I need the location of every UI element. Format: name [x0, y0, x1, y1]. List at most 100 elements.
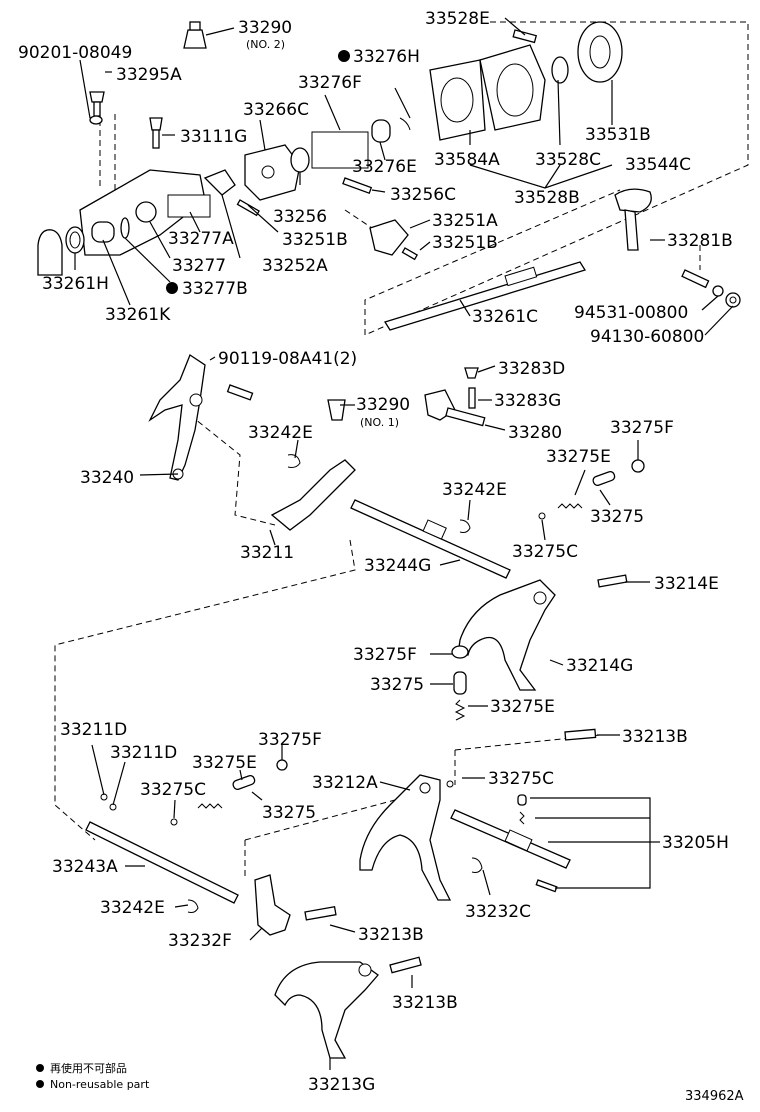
- label-33261c: 33261C: [472, 307, 538, 327]
- label-33213g: 33213G: [308, 1075, 375, 1095]
- shift-arm-group: [148, 354, 645, 579]
- label-94130-60800: 94130-60800: [590, 327, 704, 347]
- label-33281b: 33281B: [667, 231, 733, 251]
- label-33531b: 33531B: [585, 125, 651, 145]
- plug-33277: [135, 201, 157, 223]
- legend-dot-icon: [36, 1064, 44, 1072]
- label-33276h: 33276H: [353, 47, 420, 67]
- label-33240: 33240: [80, 468, 134, 488]
- label-94531-00800: 94531-00800: [574, 303, 688, 323]
- label-33251b-right: 33251B: [432, 233, 498, 253]
- label-33211d-right: 33211D: [110, 743, 177, 763]
- label-33283d: 33283D: [498, 359, 565, 379]
- label-33205h: 33205H: [662, 833, 729, 853]
- label-33275-bottom: 33275: [262, 803, 316, 823]
- label-33242e-mid: 33242E: [442, 480, 507, 500]
- label-90201-08049: 90201-08049: [18, 43, 132, 63]
- shaft-33244g: [350, 499, 511, 579]
- label-33261k: 33261K: [105, 305, 171, 325]
- label-33111g: 33111G: [180, 127, 247, 147]
- label-33275f-bottom: 33275F: [258, 730, 322, 750]
- label-33214g: 33214G: [566, 656, 633, 676]
- fork-33211: [270, 459, 356, 531]
- label-33528c: 33528C: [535, 150, 601, 170]
- label-33213b-mid: 33213B: [358, 925, 424, 945]
- label-33212a: 33212A: [312, 773, 378, 793]
- label-33277: 33277: [172, 256, 226, 276]
- label-33243a: 33243A: [52, 857, 118, 877]
- label-33290-no2-sub: (NO. 2): [246, 38, 285, 51]
- label-33283g: 33283G: [494, 391, 561, 411]
- label-33275e-top: 33275E: [546, 447, 611, 467]
- label-33214e: 33214E: [654, 574, 719, 594]
- label-33276f: 33276F: [298, 73, 362, 93]
- label-33277a: 33277A: [168, 229, 234, 249]
- label-33277b: 33277B: [182, 279, 248, 299]
- label-33276e: 33276E: [352, 157, 417, 177]
- label-33275f-mid: 33275F: [353, 645, 417, 665]
- label-33275e-bottom: 33275E: [192, 753, 257, 773]
- label-33256: 33256: [273, 207, 327, 227]
- pin-33261k: [91, 221, 115, 243]
- label-33275e-mid: 33275E: [490, 697, 555, 717]
- shift-housing-group: [37, 21, 211, 276]
- snap-ring: [120, 217, 130, 239]
- non-reusable-markers: [166, 50, 350, 294]
- label-33213b-top: 33213B: [622, 727, 688, 747]
- fork-33214g: [451, 574, 628, 721]
- select-lever-group: [203, 117, 419, 261]
- head-33232f: [254, 874, 291, 936]
- label-33290-no1: 33290: [356, 395, 410, 415]
- bearing-retainer-group: [429, 21, 741, 308]
- label-33211d-left: 33211D: [60, 720, 127, 740]
- lever-33251a: [369, 219, 409, 256]
- leader-lines: [74, 17, 734, 1070]
- label-33275-mid: 33275: [370, 675, 424, 695]
- legend-english-text: Non-reusable part: [50, 1078, 150, 1091]
- label-33275c-right: 33275C: [488, 769, 554, 789]
- label-90119-08a41: 90119-08A41(2): [218, 349, 357, 369]
- label-33290-no1-sub: (NO. 1): [360, 416, 399, 429]
- label-33584a: 33584A: [434, 150, 500, 170]
- lever-33240: [148, 354, 206, 481]
- bolt-33111g: [149, 117, 163, 131]
- knob-33544c: [614, 188, 652, 213]
- label-33275c-top: 33275C: [512, 542, 578, 562]
- non-reusable-dot: [338, 50, 350, 62]
- legend: 再使用不可部品 Non-reusable part: [36, 1061, 150, 1091]
- shaft-33261c: [384, 261, 586, 331]
- label-33244g: 33244G: [364, 556, 431, 576]
- label-33251a: 33251A: [432, 211, 498, 231]
- non-reusable-dot: [166, 282, 178, 294]
- label-33256c: 33256C: [390, 185, 456, 205]
- label-33544c: 33544C: [625, 155, 691, 175]
- label-33528e: 33528E: [425, 9, 490, 29]
- label-33213b-bottom: 33213B: [392, 993, 458, 1013]
- label-33242e-bottom: 33242E: [100, 898, 165, 918]
- switch-no2: [183, 29, 207, 49]
- fork-33213g: [274, 961, 379, 1059]
- label-33275f-top: 33275F: [610, 418, 674, 438]
- label-33275-top: 33275: [590, 507, 644, 527]
- legend-japanese-text: 再使用不可部品: [50, 1061, 127, 1075]
- label-33252a: 33252A: [262, 256, 328, 276]
- label-33290-no2: 33290: [238, 18, 292, 38]
- label-33261h: 33261H: [42, 274, 109, 294]
- label-33251b-left: 33251B: [282, 230, 348, 250]
- figure-id: 334962A: [685, 1089, 744, 1104]
- part-labels: 33290 (NO. 2) 33528E 90201-08049 33295A …: [18, 9, 733, 1095]
- label-33275c-left: 33275C: [140, 780, 206, 800]
- label-33211: 33211: [240, 543, 294, 563]
- label-33242e-top: 33242E: [248, 423, 313, 443]
- shaft-33243a: [85, 821, 239, 904]
- lower-fork-group: [85, 728, 597, 1059]
- legend-dot-icon: [36, 1080, 44, 1088]
- label-33528b: 33528B: [514, 188, 580, 208]
- label-33280: 33280: [508, 423, 562, 443]
- label-33232c: 33232C: [465, 902, 531, 922]
- label-33295a: 33295A: [116, 65, 182, 85]
- fork-33212a: [359, 774, 452, 901]
- label-33232f: 33232F: [168, 931, 232, 951]
- label-33266c: 33266C: [243, 100, 309, 120]
